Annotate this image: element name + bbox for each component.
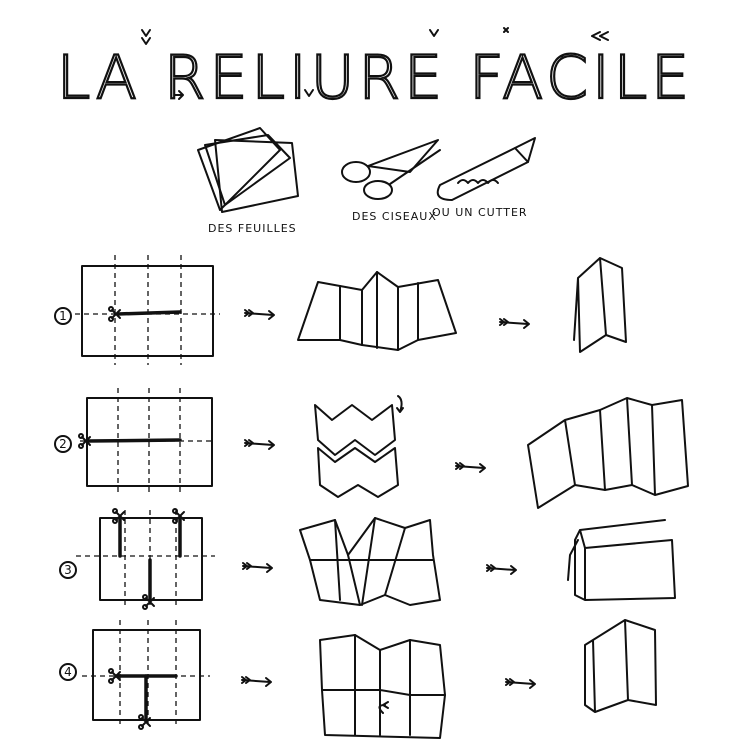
- finished-booklet: [573, 257, 627, 353]
- folded-cross-sheet: [299, 517, 441, 606]
- step-number: 3: [64, 563, 72, 577]
- cut-line: [116, 310, 182, 316]
- sheets-of-paper-icon: [197, 127, 299, 213]
- arrow-icon: [241, 676, 272, 687]
- arrow-icon: [505, 678, 536, 689]
- step-number: 1: [59, 309, 67, 323]
- step-number-circle: [54, 307, 72, 325]
- folded-strip-top: [314, 404, 396, 456]
- folded-strip-bottom: [317, 447, 399, 498]
- arrow-icon: [244, 309, 275, 320]
- cutter-label: OU UN CUTTER: [432, 206, 528, 219]
- arrow-icon: [242, 562, 273, 573]
- step-1: 1: [54, 255, 627, 365]
- step-number: 2: [59, 437, 67, 451]
- cutter-knife-icon: [436, 137, 536, 201]
- scissors-icon: [341, 139, 441, 200]
- arrow-icon: [455, 462, 486, 473]
- finished-booklet: [567, 519, 676, 601]
- folded-sheet: [319, 634, 446, 739]
- page-title: LA RELIURE FACILE: [57, 43, 693, 113]
- scissors-label: DES CISEAUX: [352, 210, 437, 223]
- arrow-icon: [499, 318, 530, 329]
- sheets-label: DES FEUILLES: [208, 222, 297, 235]
- step-4: 4: [59, 619, 657, 739]
- step-number: 4: [64, 665, 72, 679]
- title-arrow-decorations: [141, 27, 609, 100]
- accordion-book: [527, 397, 689, 509]
- arrow-icon: [244, 439, 275, 450]
- step-3: 3: [59, 508, 676, 610]
- arrow-icon: [486, 564, 517, 575]
- step-2: 2: [54, 388, 689, 509]
- finished-book: [584, 619, 657, 713]
- cut-line: [86, 438, 182, 443]
- folded-strip: [297, 271, 457, 351]
